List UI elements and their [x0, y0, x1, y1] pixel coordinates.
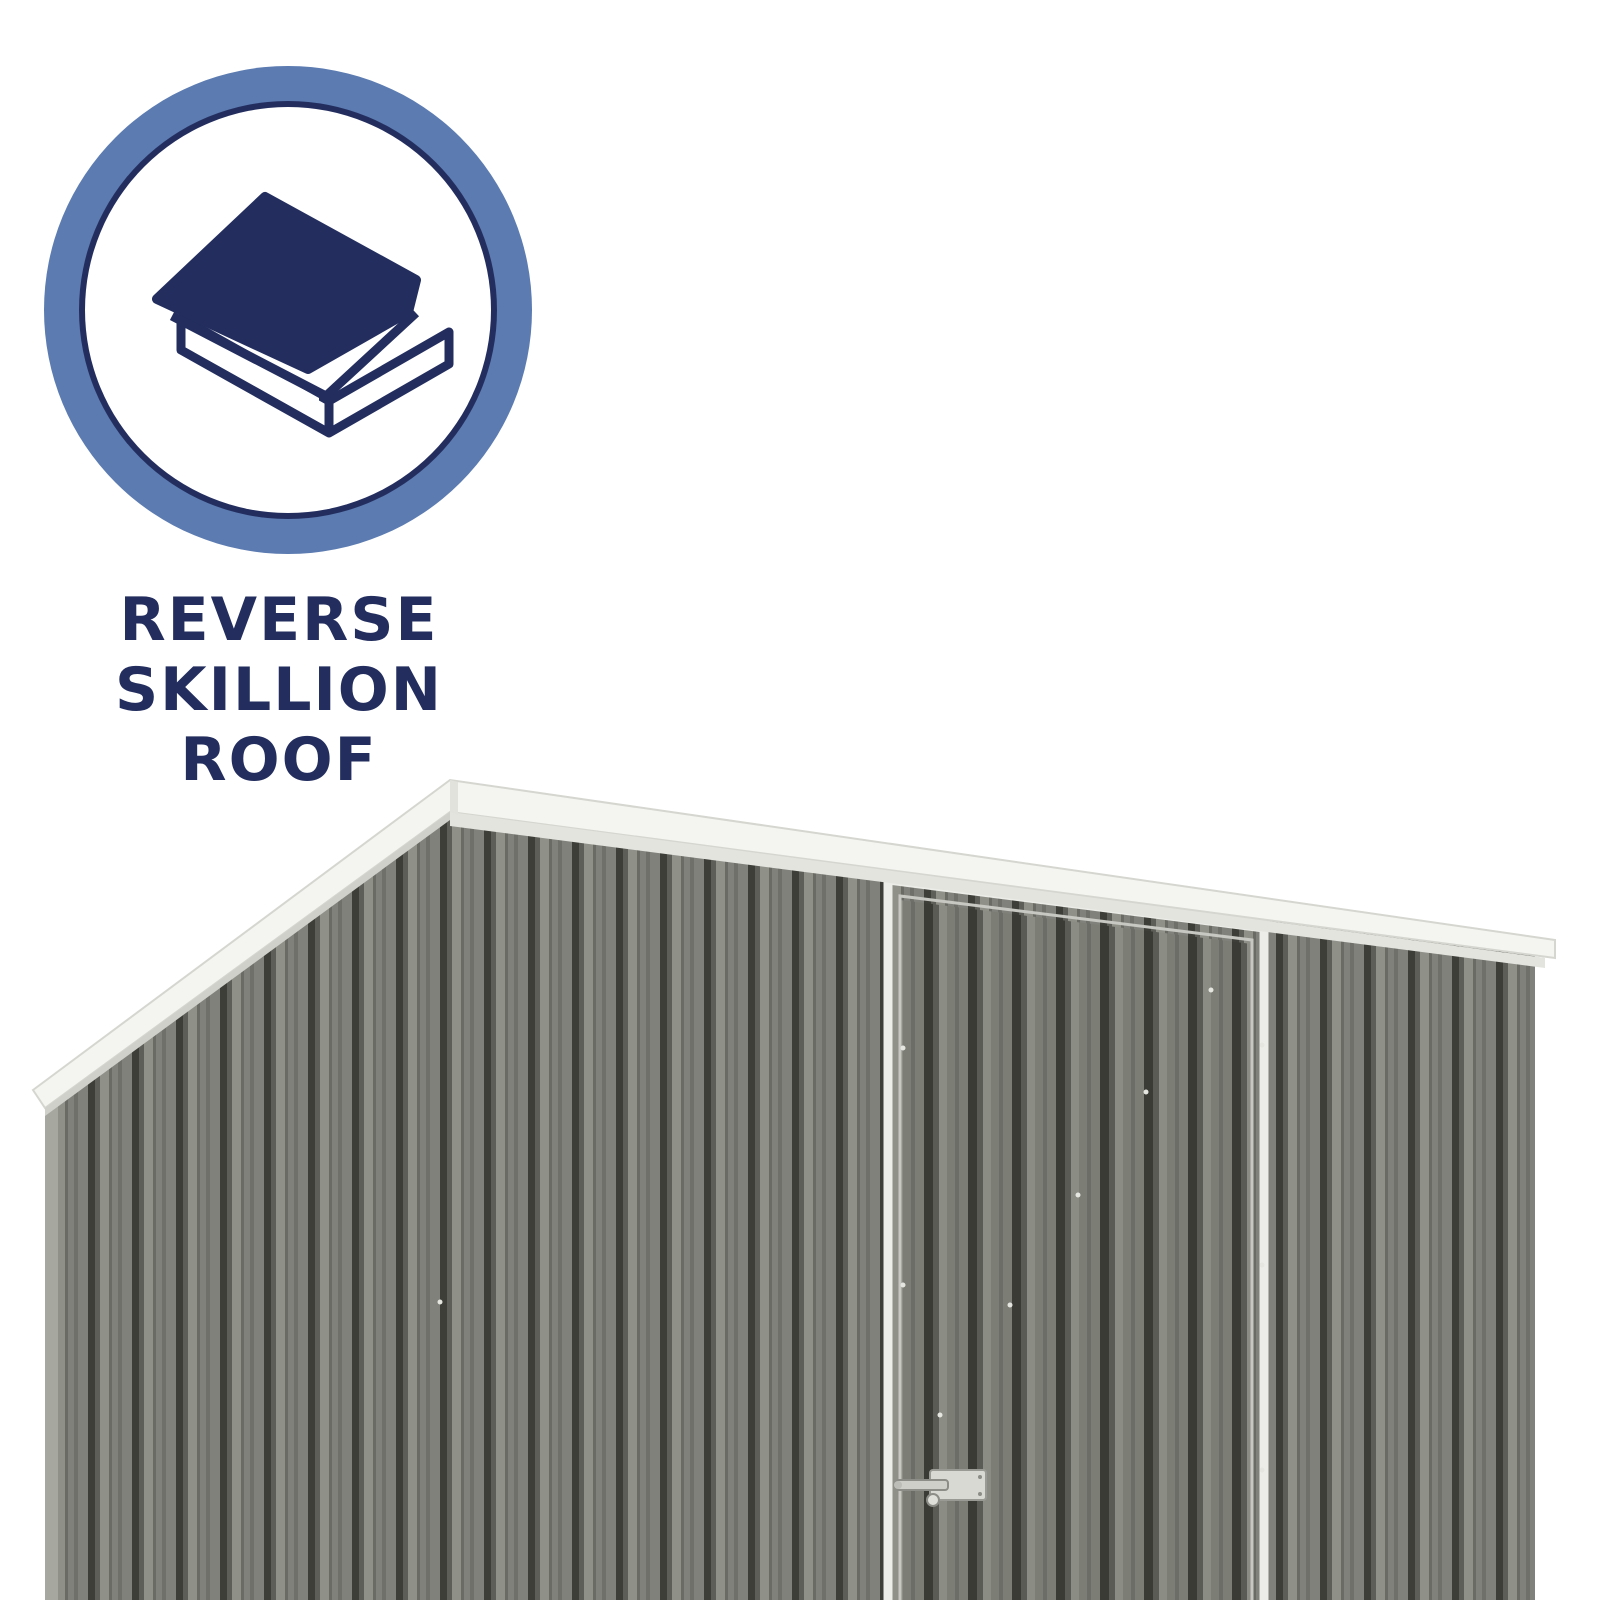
roof-badge: [44, 66, 532, 554]
shed-door: [900, 900, 1252, 1600]
caption-line-3: ROOF: [180, 725, 378, 795]
roof-type-caption: REVERSE SKILLION ROOF: [44, 585, 514, 795]
caption-line-1: REVERSE: [119, 585, 439, 655]
door-latch: [894, 1469, 987, 1507]
skillion-roof-icon: [152, 192, 454, 438]
caption-line-2: SKILLION: [114, 655, 444, 725]
